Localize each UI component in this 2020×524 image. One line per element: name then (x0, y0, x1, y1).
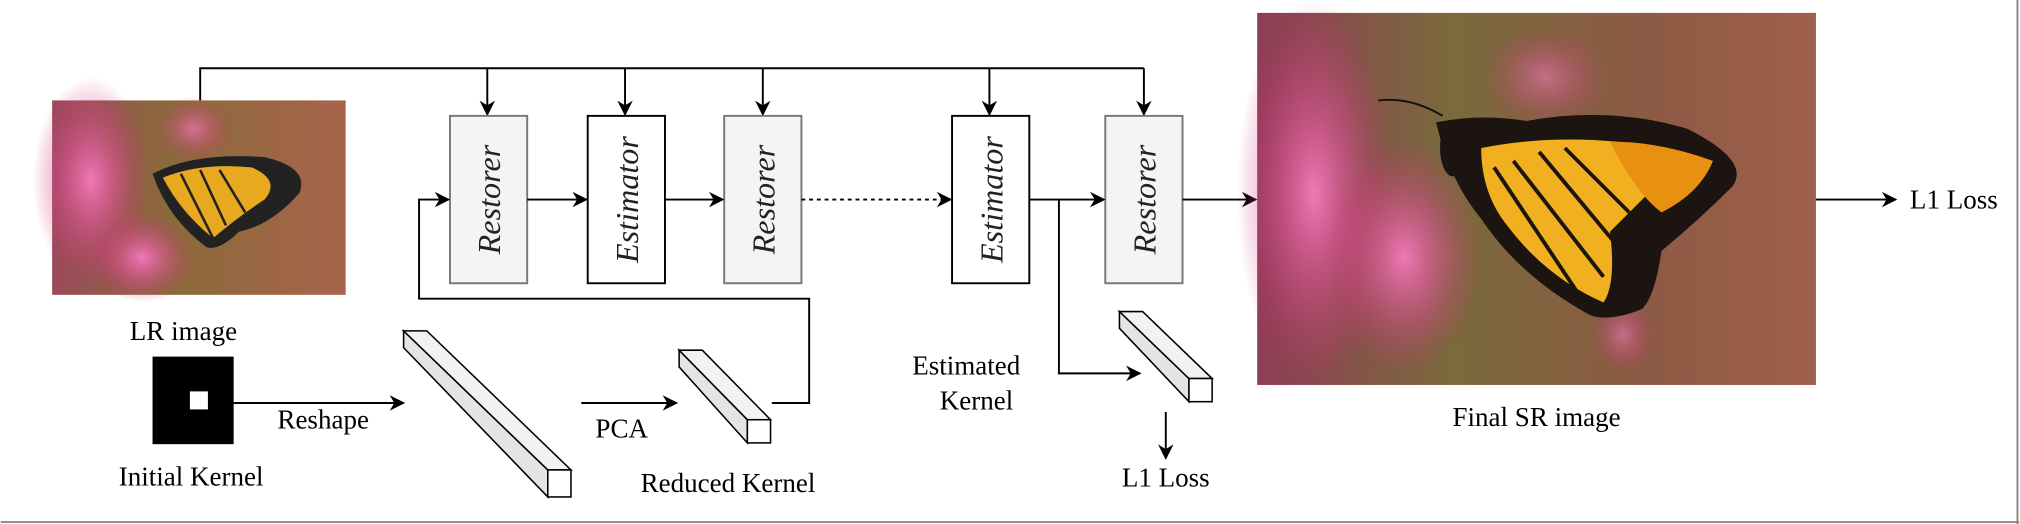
svg-text:Restorer: Restorer (471, 144, 507, 255)
reduced-kernel-label: Reduced Kernel (641, 468, 816, 498)
lr-image-label: LR image (130, 316, 237, 346)
estimated-kernel-prism (1117, 309, 1215, 404)
block-restorer-1: Restorer (448, 114, 529, 285)
reshaped-kernel-prism (401, 329, 573, 499)
block-restorer-2: Restorer (723, 114, 803, 285)
initial-kernel-label: Initial Kernel (119, 461, 264, 491)
final-sr-image-label: Final SR image (1453, 402, 1621, 432)
kernel-l1-loss-label: L1 Loss (1122, 463, 1210, 493)
image-l1-loss-label: L1 Loss (1910, 185, 1998, 215)
reshape-label: Reshape (277, 405, 369, 435)
estimated-kernel-branch (1057, 199, 1142, 382)
estimated-kernel-label-2: Kernel (940, 385, 1014, 415)
reduced-kernel-feedback (418, 191, 811, 404)
block-estimator-2: Estimator (951, 114, 1031, 285)
svg-text:Restorer: Restorer (745, 144, 781, 255)
lr-bus-line (199, 67, 1144, 101)
final-sr-image (1236, 0, 1816, 387)
block-estimator-1: Estimator (586, 114, 666, 285)
reduced-kernel-prism (677, 348, 773, 445)
estimated-kernel-label-1: Estimated (912, 351, 1021, 381)
pca-label: PCA (595, 414, 648, 444)
svg-text:Estimator: Estimator (609, 136, 645, 264)
lr-image (32, 77, 346, 303)
svg-text:Restorer: Restorer (1126, 144, 1162, 255)
svg-text:Estimator: Estimator (973, 136, 1009, 264)
initial-kernel-image (152, 356, 234, 445)
block-restorer-3: Restorer (1104, 114, 1184, 285)
